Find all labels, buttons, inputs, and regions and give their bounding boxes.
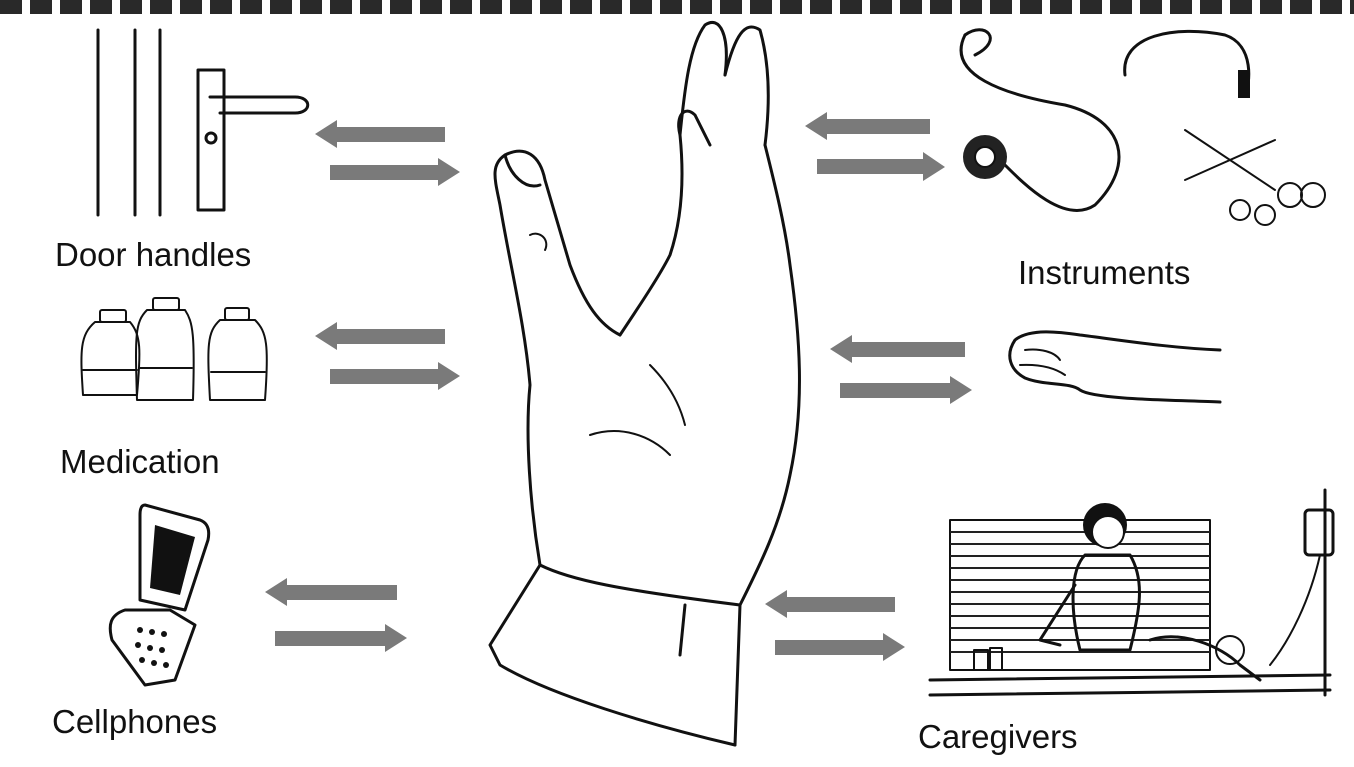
door-handle-icon — [90, 25, 320, 225]
door-handles-label: Door handles — [55, 236, 251, 274]
cellphones-label: Cellphones — [52, 703, 217, 741]
arrow-pair-medication — [315, 322, 465, 394]
arrow-pair-cellphones — [265, 578, 415, 658]
arrow-pair-patients — [830, 335, 980, 407]
arrow-pair-instruments — [805, 112, 955, 187]
patient-hand-icon — [1000, 320, 1230, 410]
cellphone-icon — [100, 500, 220, 690]
stethoscope-icon — [945, 15, 1345, 235]
caregivers-label: Caregivers — [918, 718, 1078, 756]
medication-bottles-icon — [75, 290, 285, 410]
arrow-pair-door — [315, 120, 465, 190]
caregiver-at-bedside-icon — [930, 490, 1340, 705]
medication-label: Medication — [60, 443, 220, 481]
arrow-pair-caregivers — [765, 590, 915, 665]
instruments-label: Instruments — [1018, 254, 1190, 292]
